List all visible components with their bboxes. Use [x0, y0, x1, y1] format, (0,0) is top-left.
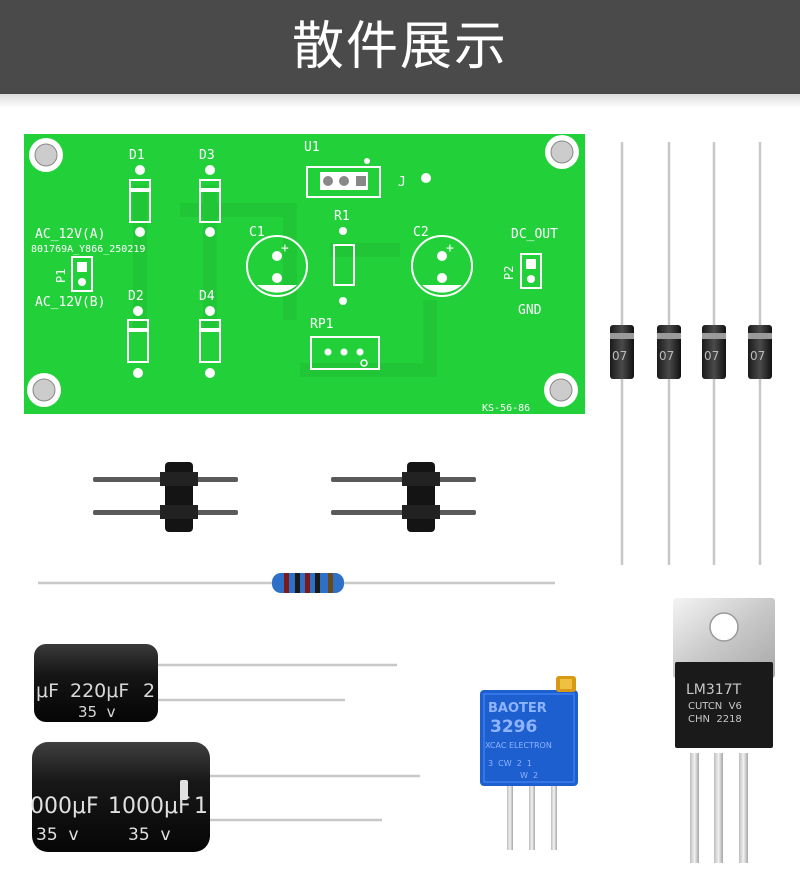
diode-1-marking: 07 — [612, 349, 627, 363]
footprint-d4 — [199, 306, 221, 378]
mounting-hole-tr — [545, 135, 579, 169]
label-d1: D1 — [129, 148, 145, 163]
footprint-d3 — [199, 165, 221, 237]
diode-2: 07 — [657, 142, 681, 565]
diode-4-marking: 07 — [750, 349, 765, 363]
page-title: 散件展示 — [291, 17, 508, 77]
cap-small-value-right: 2 — [143, 680, 155, 702]
diode-1: 07 — [610, 142, 634, 565]
pcb-board: + + D1 D3 D2 D4 U1 J R1 C1 — [24, 134, 585, 414]
label-ac-a: AC_12V(A) — [35, 227, 105, 242]
footprint-p2 — [520, 253, 542, 289]
mounting-hole-br — [544, 373, 578, 407]
reg-line3: CHN 2218 — [688, 714, 742, 725]
cap-large-value-right: 1 — [194, 794, 208, 819]
footprint-d2 — [127, 306, 149, 378]
cap-large-voltage-left: 35 v — [36, 825, 79, 845]
pot-brand: BAOTER — [488, 701, 547, 716]
resistor — [38, 573, 555, 593]
label-c2: C2 — [413, 225, 429, 240]
reg-line1: LM317T — [686, 682, 742, 698]
voltage-regulator: LM317T CUTCN V6 CHN 2218 — [673, 598, 775, 863]
header-shadow — [0, 94, 800, 108]
svg-text:+: + — [446, 241, 454, 256]
diode-4: 07 — [748, 142, 772, 565]
pin-header-2 — [331, 462, 476, 532]
trimmer-potentiometer: BAOTER 3296 XCAC ELECTRON 3 CW 2 1 W 2 — [480, 676, 578, 850]
label-board-id: KS-56-86 — [482, 403, 530, 414]
cap-small-value: 220μF — [70, 680, 129, 702]
cap-large-voltage-right: 35 v — [128, 825, 171, 845]
pot-model: 3296 — [490, 717, 537, 737]
mounting-hole-bl — [27, 373, 61, 407]
label-d4: D4 — [199, 289, 215, 304]
label-gnd: GND — [518, 303, 542, 318]
diode-2-marking: 07 — [659, 349, 674, 363]
footprint-rp1 — [310, 336, 380, 370]
footprint-c1: + — [246, 235, 308, 297]
rectifier-diodes: 07 07 07 07 — [610, 142, 772, 565]
label-c1: C1 — [249, 225, 265, 240]
label-rp1: RP1 — [310, 317, 333, 332]
label-pcb-code: 801769A_Y866_250219 — [31, 244, 145, 255]
label-dc-out: DC_OUT — [511, 227, 558, 242]
svg-text:+: + — [281, 241, 289, 256]
label-d3: D3 — [199, 148, 215, 163]
pot-pin-marks: 3 CW 2 1 — [488, 759, 532, 768]
footprint-p1 — [71, 256, 93, 292]
footprint-r1 — [333, 227, 355, 305]
reg-line2: CUTCN V6 — [688, 701, 742, 712]
label-p1: P1 — [54, 269, 68, 283]
cap-small-voltage: 35 v — [78, 703, 116, 721]
label-d2: D2 — [128, 289, 144, 304]
pot-pins-label: W 2 — [520, 771, 538, 780]
footprint-d1 — [129, 165, 151, 237]
label-j: J — [398, 175, 406, 190]
header-bar — [0, 0, 800, 94]
label-u1: U1 — [304, 140, 320, 155]
pot-sub: XCAC ELECTRON — [485, 741, 552, 750]
label-p2: P2 — [502, 266, 516, 280]
mounting-hole-tl — [29, 138, 63, 172]
label-r1: R1 — [334, 209, 350, 224]
capacitor-1000uf: 000μF 1000μF 1 35 v 35 v — [30, 742, 420, 852]
cap-large-value-left: 000μF — [30, 794, 99, 819]
label-ac-b: AC_12V(B) — [35, 295, 105, 310]
pin-header-1 — [93, 462, 238, 532]
jumper-pad — [421, 173, 431, 183]
diode-3-marking: 07 — [704, 349, 719, 363]
footprint-c2: + — [411, 235, 473, 297]
footprint-u1 — [306, 158, 381, 198]
diode-3: 07 — [702, 142, 726, 565]
cap-large-value: 1000μF — [108, 794, 191, 819]
capacitor-220uf: μF 220μF 2 35 v — [34, 644, 397, 722]
cap-small-value-left: μF — [36, 680, 59, 702]
